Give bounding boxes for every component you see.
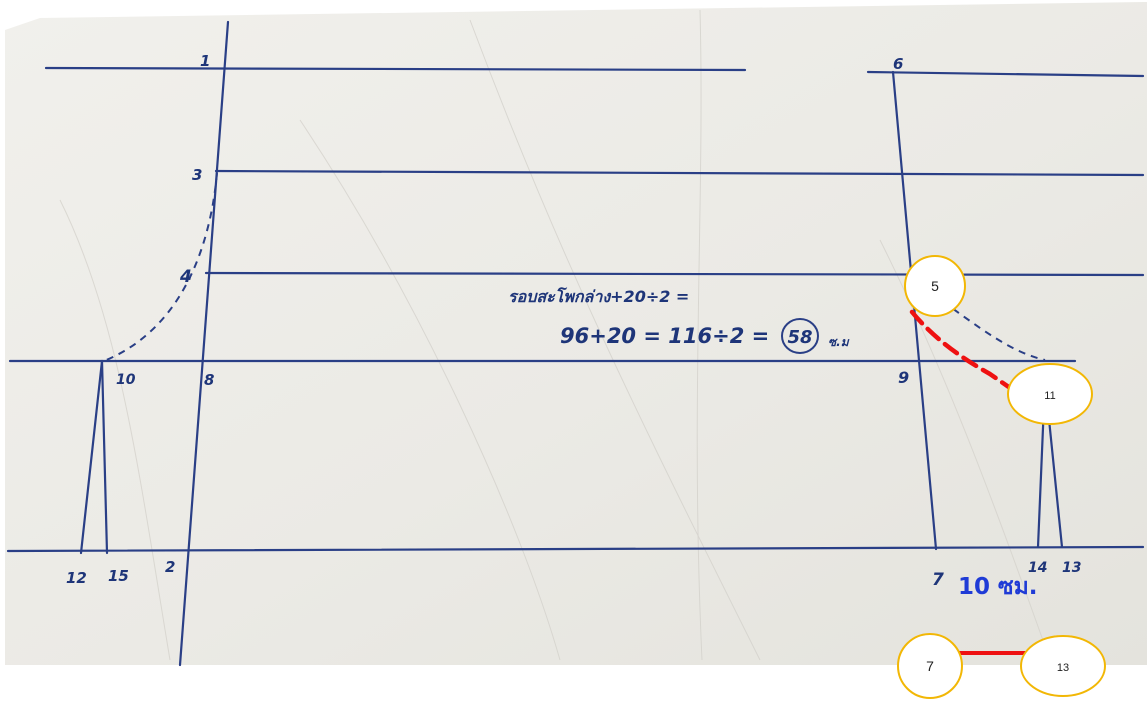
callout-11: 11 [1007,363,1093,425]
callout-7-label: 7 [926,658,934,674]
point-label-3: 3 [192,166,202,184]
line-6-7 [891,70,938,551]
point-label-10: 10 [116,372,136,388]
point-label-6: 6 [893,55,903,73]
point-labels: 1 6 3 4 10 8 9 12 15 2 7 14 13 [66,52,1081,590]
point-label-1: 1 [200,52,210,70]
formula-unit: ซ.ม [828,335,850,349]
point-label-15: 15 [108,567,129,585]
point-label-12: 12 [66,569,87,587]
dart-left-b [100,359,109,555]
point-label-8: 8 [204,371,214,389]
formula: รอบสะโพกล่าง+20÷2 = 96+20 = 116÷2 = 58 ซ… [508,287,850,354]
paper-creases [59,9,1051,661]
formula-result: 58 [787,327,812,348]
point-label-7: 7 [932,570,944,590]
paper-sheet [5,2,1147,665]
callout-11-label: 11 [1044,390,1055,402]
point-label-2: 2 [165,558,175,576]
point-label-9: 9 [898,368,909,387]
callouts: 5 11 7 13 [897,255,1106,699]
line-3 [214,169,1145,177]
line-4 [204,271,1145,277]
dart-left-a [79,359,104,555]
draft-lines [6,20,1145,667]
callout-13-label: 13 [1057,662,1069,674]
dashed-curves [103,172,1046,362]
point-label-14: 14 [1028,560,1047,576]
point-label-4: 4 [179,267,192,287]
line-top-right [866,70,1145,78]
dashed-curve-left [103,172,218,362]
dimension-label: 10 ซม. [958,574,1038,600]
callout-13: 13 [1020,635,1106,697]
line-top-left [44,66,747,72]
line-bottom [6,545,1145,553]
callout-5: 5 [904,255,966,317]
line-1-2 [178,20,230,667]
formula-line-2: 96+20 = 116÷2 = [560,324,769,348]
callout-5-label: 5 [931,278,939,294]
dashed-curve-right [909,279,1046,361]
red-dashed-5-to-11 [909,309,1039,409]
formula-result-circle [781,318,819,354]
formula-line-1: รอบสะโพกล่าง+20÷2 = [508,287,689,306]
callout-7: 7 [897,633,963,699]
point-label-13: 13 [1062,560,1081,576]
